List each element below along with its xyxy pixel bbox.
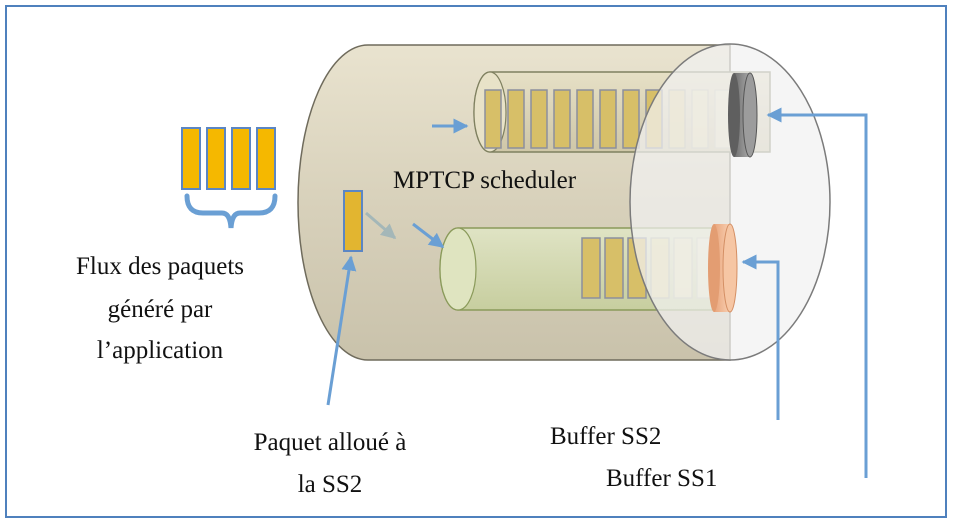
buffer-slot [604,237,624,299]
label-flow-line2: généré par [107,296,213,323]
packet [231,127,251,190]
buffer-slot [581,237,601,299]
buffer-slot [484,89,502,149]
application-packets [181,127,276,190]
label-flow-line1: Flux des paquets [75,253,245,280]
packet [206,127,226,190]
packet [256,127,276,190]
pointer-buffer-ss2 [741,254,780,420]
allocated-packet [343,190,363,252]
pointer-buffer-ss1 [766,107,868,478]
buffer-slot [622,89,640,149]
buffer-ss1-cap [728,72,758,158]
label-buffer-ss1: Buffer SS1 [606,465,718,492]
label-packet-line2: la SS2 [297,471,363,498]
arrow-allocation [365,211,397,240]
pointer-allocated-packet [326,255,357,406]
label-mptcp-scheduler: MPTCP scheduler [393,167,577,194]
buffer-slot [530,89,548,149]
packet [181,127,201,190]
buffer-slot [553,89,571,149]
label-packet-line1: Paquet alloué à [253,429,407,456]
buffer-slot [507,89,525,149]
packets-brace [184,193,278,229]
label-flow-line3: l’application [96,337,224,364]
arrow-to-ss2 [412,222,445,249]
buffer-slot [576,89,594,149]
buffer-slot [599,89,617,149]
mptcp-cylinder-end-cap [629,43,831,361]
label-buffer-ss2: Buffer SS2 [550,423,662,450]
buffer-ss2-cap [708,223,738,313]
